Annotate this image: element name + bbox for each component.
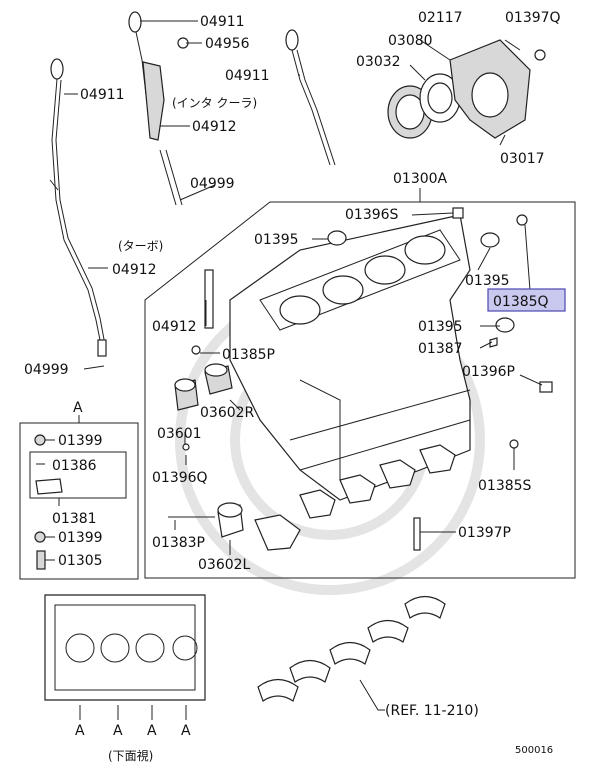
callout-02117: 02117	[418, 10, 463, 26]
callout-labels: 04911 04956 04911 04911 02117 01397Q 030…	[24, 10, 561, 763]
leader-lines	[45, 20, 543, 561]
callout-01396q: 01396Q	[152, 470, 208, 486]
callout-01300a: 01300A	[393, 171, 448, 187]
dipstick-guide-intercooler	[128, 11, 189, 206]
callout-03601: 03601	[157, 426, 202, 442]
callout-01385q: 01385Q	[493, 294, 549, 310]
bearing-shells	[257, 595, 446, 711]
callout-04999-left: 04999	[24, 362, 69, 378]
callout-04911-left: 04911	[80, 87, 125, 103]
detail-box-label: A	[73, 400, 83, 416]
note-ref: (REF. 11-210)	[385, 703, 479, 719]
callout-01396p: 01396P	[462, 364, 515, 380]
marker-a-3: A	[147, 723, 157, 739]
callout-01399-bottom: 01399	[58, 530, 103, 546]
callout-01395-lower: 01395	[418, 319, 463, 335]
callout-01305: 01305	[58, 553, 103, 569]
marker-a-1: A	[75, 723, 85, 739]
callout-03602r: 03602R	[200, 405, 255, 421]
note-bottom-view: (下面視)	[108, 748, 153, 763]
marker-a-4: A	[181, 723, 191, 739]
callout-03032: 03032	[356, 54, 401, 70]
callout-03080: 03080	[388, 33, 433, 49]
block-bottom-view	[44, 594, 206, 720]
callout-01395-right: 01395	[465, 273, 510, 289]
callout-01395-left: 01395	[254, 232, 299, 248]
callout-01397p: 01397P	[458, 525, 511, 541]
diagram-id: 500016	[515, 745, 553, 756]
main-bearing-caps	[254, 444, 456, 551]
marker-a-2: A	[113, 723, 123, 739]
dipstick-center	[285, 29, 336, 166]
callout-04912-turbo: 04912	[112, 262, 157, 278]
callout-04911-mid: 04911	[225, 68, 270, 84]
dipstick-turbo	[49, 58, 107, 357]
callout-04956: 04956	[205, 36, 250, 52]
callout-04911-top: 04911	[200, 14, 245, 30]
callout-01383p: 01383P	[152, 535, 205, 551]
callout-04912-tube: 04912	[152, 319, 197, 335]
callout-04999-top: 04999	[190, 176, 235, 192]
callout-03602l: 03602L	[198, 557, 251, 573]
highlight-01385q	[487, 288, 566, 312]
callout-01399-top: 01399	[58, 433, 103, 449]
callout-01381: 01381	[52, 511, 97, 527]
note-intercooler: (インタ クーラ)	[172, 96, 257, 110]
callout-04912-top: 04912	[192, 119, 237, 135]
callout-01386: 01386	[52, 458, 97, 474]
detail-box-a: A	[19, 400, 139, 580]
callout-01385s: 01385S	[478, 478, 532, 494]
main-frame	[144, 201, 576, 579]
callout-01387: 01387	[418, 341, 463, 357]
callout-01385p: 01385P	[222, 347, 275, 363]
callout-01396s: 01396S	[345, 207, 399, 223]
rear-oil-seal-group	[387, 39, 546, 139]
bushing-parts	[168, 207, 553, 551]
callout-01397q: 01397Q	[505, 10, 561, 26]
note-turbo: (ターボ)	[118, 239, 163, 253]
callout-03017: 03017	[500, 151, 545, 167]
cylinder-block	[229, 214, 471, 501]
